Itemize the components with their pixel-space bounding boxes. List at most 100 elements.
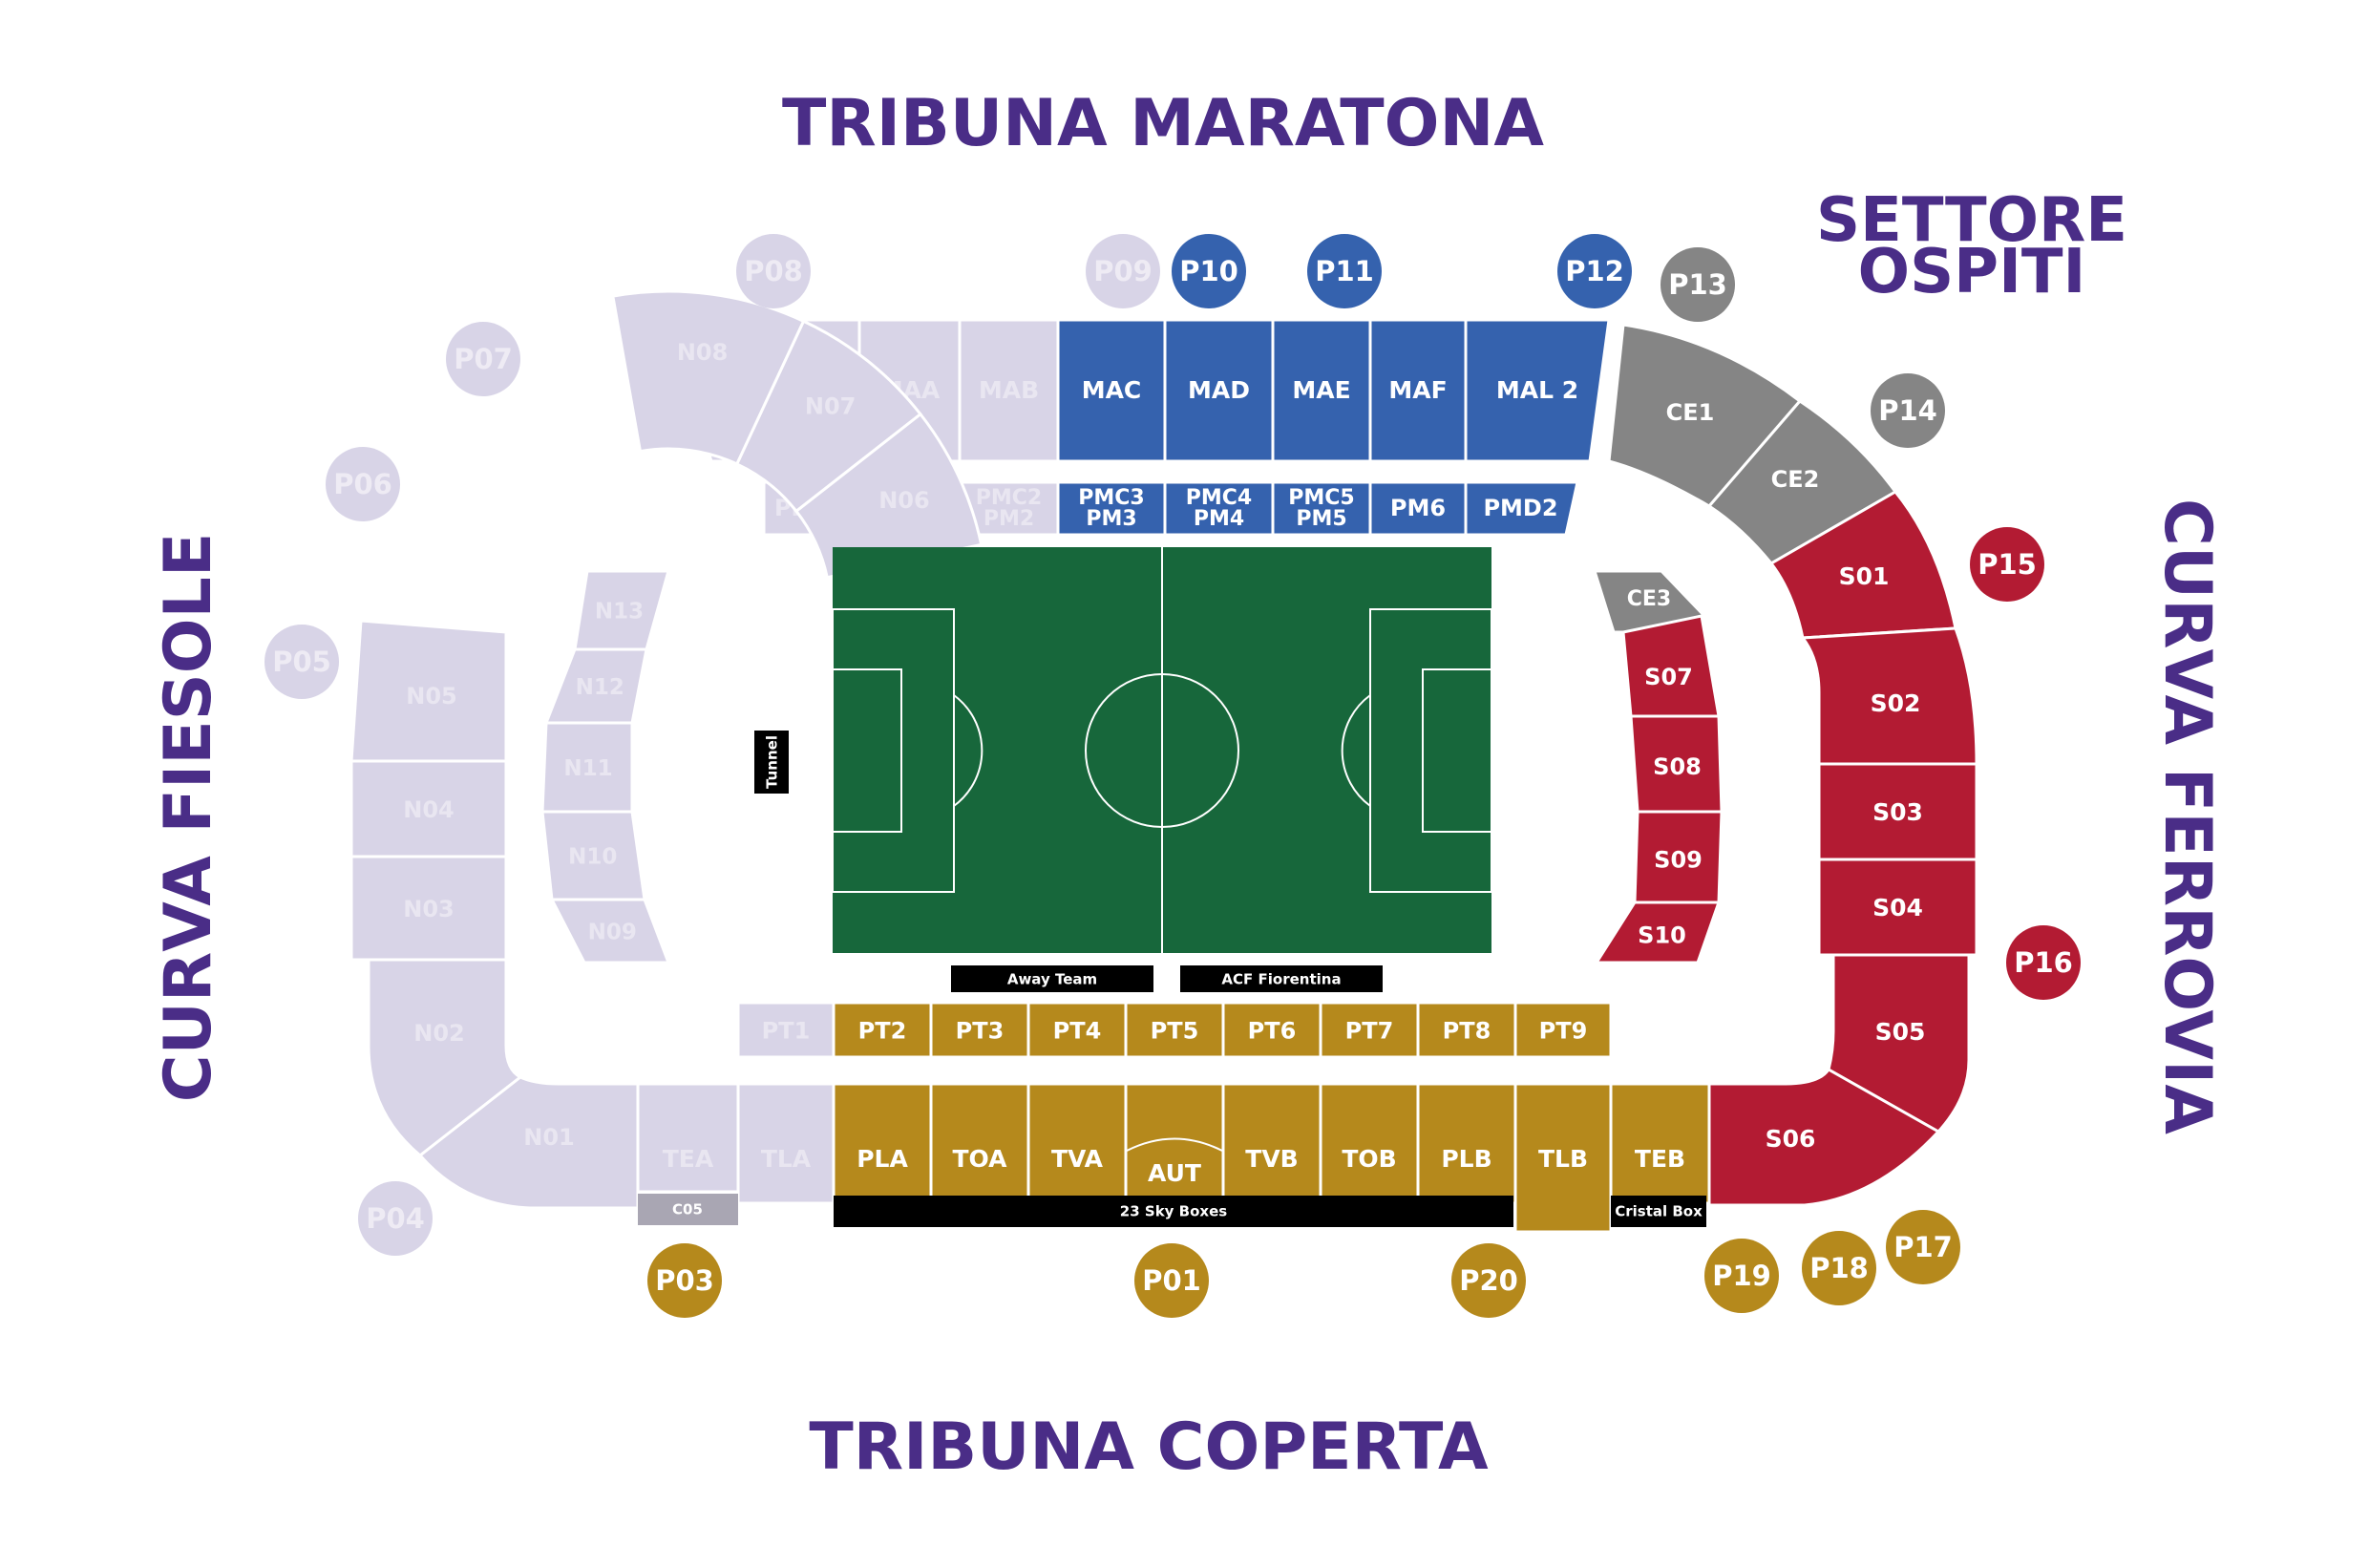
section-tob[interactable]	[1319, 1082, 1420, 1205]
gate-p19-label: P19	[1712, 1260, 1771, 1292]
gate-p08-label: P08	[744, 255, 803, 287]
section-pm6-label: PM6	[1390, 495, 1446, 521]
gate-p12[interactable]	[1557, 234, 1632, 308]
section-pt6-label: PT6	[1248, 1018, 1297, 1045]
section-aut-label: AUT	[1148, 1159, 1201, 1187]
gate-p03[interactable]	[647, 1243, 722, 1318]
section-n02-label: N02	[413, 1020, 464, 1047]
gate-p07-label: P07	[454, 343, 513, 375]
gate-p07[interactable]	[446, 322, 520, 396]
home-team-bench[interactable]	[1180, 965, 1383, 992]
gate-p16[interactable]	[2006, 925, 2081, 1000]
section-tla[interactable]	[736, 1082, 835, 1205]
section-ce2-label: CE2	[1771, 466, 1820, 493]
away-team-bench[interactable]	[951, 965, 1153, 992]
gate-p05-label: P05	[272, 646, 331, 678]
section-pmc3-line1-label: PMC3	[1078, 486, 1144, 510]
section-pt2-label: PT2	[858, 1018, 907, 1045]
gate-p05[interactable]	[264, 625, 339, 699]
section-s04[interactable]	[1817, 858, 1978, 957]
gate-p12-label: P12	[1565, 255, 1624, 287]
section-pt1-label: PT1	[762, 1018, 811, 1045]
section-n01-label: N01	[523, 1124, 574, 1151]
section-n09[interactable]	[549, 898, 671, 964]
section-n07-label: N07	[805, 393, 856, 420]
gate-p20[interactable]	[1451, 1243, 1526, 1318]
section-pla-label: PLA	[857, 1145, 908, 1173]
aut-arc-line	[1126, 1137, 1223, 1152]
football-pitch	[832, 547, 1492, 953]
gate-p01-label: P01	[1142, 1264, 1201, 1297]
section-tvb[interactable]	[1221, 1082, 1322, 1205]
gate-p11-label: P11	[1315, 255, 1374, 287]
gate-p17[interactable]	[1886, 1210, 1960, 1284]
section-s06[interactable]	[1698, 1068, 1941, 1207]
gate-p15[interactable]	[1970, 527, 2044, 602]
cristal-box-bar[interactable]	[1611, 1196, 1706, 1227]
section-n06[interactable]	[793, 412, 984, 580]
gate-p04[interactable]	[358, 1181, 433, 1256]
section-mad-label: MAD	[1188, 376, 1250, 404]
gate-p14[interactable]	[1871, 373, 1945, 448]
title-curva-fiesole: CURVA FIESOLE	[151, 533, 226, 1103]
gate-p16-label: P16	[2014, 946, 2073, 979]
section-pmc2-line2-label: PM2	[984, 507, 1034, 531]
section-n08-label: N08	[677, 339, 728, 366]
section-pt8-label: PT8	[1443, 1018, 1491, 1045]
pitch-right-goal-area	[1422, 668, 1492, 833]
section-toa[interactable]	[929, 1082, 1030, 1205]
tunnel-marker	[754, 731, 789, 794]
gate-p18-label: P18	[1809, 1252, 1869, 1284]
section-mab-label: MAB	[979, 376, 1039, 404]
section-pla[interactable]	[832, 1082, 933, 1205]
section-pmc5-line1-label: PMC5	[1288, 486, 1354, 510]
section-teb-label: TEB	[1635, 1145, 1685, 1173]
section-tea-label: TEA	[663, 1145, 714, 1173]
gate-p09[interactable]	[1086, 234, 1160, 308]
section-teb[interactable]	[1609, 1082, 1711, 1205]
home-team-bench-label: ACF Fiorentina	[1221, 971, 1341, 988]
gate-p17-label: P17	[1893, 1231, 1953, 1263]
gate-p01[interactable]	[1134, 1243, 1209, 1318]
section-s10[interactable]	[1594, 901, 1722, 964]
section-plb-label: PLB	[1441, 1145, 1491, 1173]
section-tva-label: TVA	[1051, 1145, 1104, 1173]
section-tea[interactable]	[636, 1082, 740, 1194]
gate-p13[interactable]	[1660, 247, 1735, 322]
away-team-bench-label: Away Team	[1007, 971, 1097, 988]
gate-p18[interactable]	[1802, 1231, 1876, 1305]
gate-p08[interactable]	[736, 234, 811, 308]
gate-p10-label: P10	[1179, 255, 1238, 287]
section-ce3-label: CE3	[1627, 587, 1671, 611]
gate-p04-label: P04	[366, 1202, 425, 1235]
section-n01[interactable]	[417, 1075, 640, 1210]
section-n10-label: N10	[568, 845, 617, 870]
title-tribuna-coperta: TRIBUNA COPERTA	[809, 1409, 1489, 1485]
section-pt3-label: PT3	[956, 1018, 1005, 1045]
section-c05[interactable]	[638, 1194, 738, 1225]
section-plb[interactable]	[1416, 1082, 1517, 1205]
section-mac-label: MAC	[1082, 376, 1142, 404]
section-n06-label: N06	[878, 487, 929, 514]
section-s03-label: S03	[1872, 798, 1923, 826]
section-s04-label: S04	[1872, 894, 1923, 922]
gate-p06[interactable]	[326, 447, 400, 521]
section-pt5-label: PT5	[1151, 1018, 1199, 1045]
gate-p10[interactable]	[1172, 234, 1246, 308]
section-pmd2[interactable]	[1464, 480, 1579, 537]
sky-boxes-bar[interactable]	[834, 1196, 1513, 1227]
gate-p19[interactable]	[1704, 1239, 1779, 1313]
section-tvb-label: TVB	[1245, 1145, 1298, 1173]
pitch-left-penalty-arc	[953, 694, 984, 807]
pitch-center-circle	[1085, 673, 1239, 828]
section-pt9[interactable]	[1513, 1001, 1613, 1059]
gate-p14-label: P14	[1878, 394, 1937, 427]
gate-p11[interactable]	[1307, 234, 1382, 308]
section-mal-2[interactable]	[1464, 318, 1611, 463]
section-tlb[interactable]	[1513, 1082, 1613, 1234]
section-tva[interactable]	[1026, 1082, 1128, 1205]
section-pt4-label: PT4	[1053, 1018, 1102, 1045]
maratona-lower-tier: PMD1PM1PMC2PM2PMC3PM3PMC4PM4PMC5PM5PM6PM…	[762, 480, 1579, 537]
